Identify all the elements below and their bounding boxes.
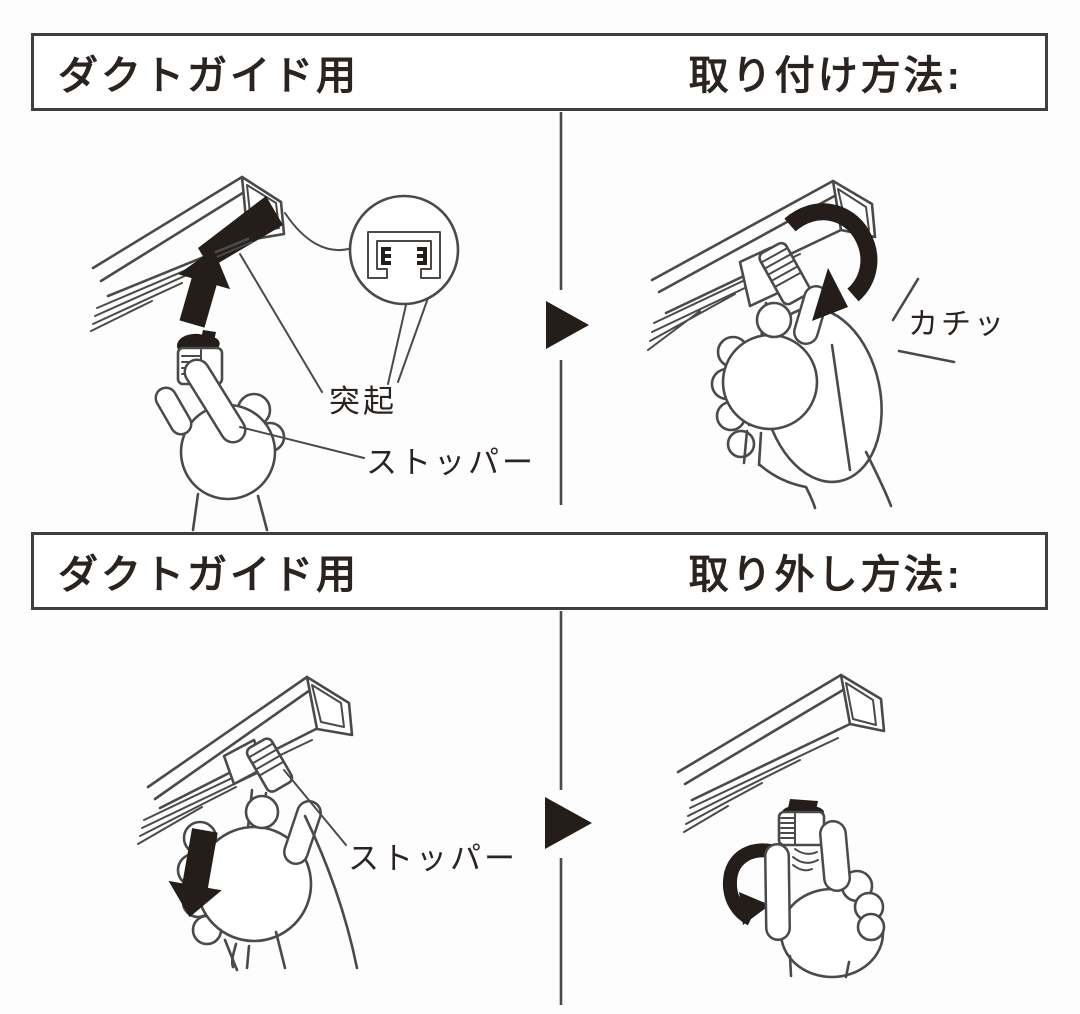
detach-header-left: ダクトガイド用 — [58, 553, 359, 597]
label-stopper-attach: ストッパー — [366, 445, 536, 480]
click-emphasis-marks — [891, 277, 956, 364]
rotate-counterclockwise-arrow-icon — [722, 843, 785, 926]
detach-step-divider — [545, 611, 592, 1005]
next-step-arrow-icon — [546, 301, 589, 349]
leader-lines — [239, 253, 429, 459]
track-rail — [676, 673, 886, 833]
track-rail — [647, 179, 877, 351]
label-stopper-detach: ストッパー — [348, 841, 518, 876]
detach-header-right: 取り外し方法: — [688, 553, 963, 597]
attach-header-left: ダクトガイド用 — [58, 54, 359, 98]
fig-detach-pull — [137, 675, 359, 972]
label-click-sound: カチッ — [908, 308, 1007, 341]
push-up-arrow-icon — [178, 249, 231, 328]
next-step-arrow-icon — [545, 797, 592, 849]
hand-pinching — [764, 820, 886, 979]
attach-header: ダクトガイド用 取り付け方法: — [31, 33, 1048, 111]
attach-illustration — [90, 112, 956, 532]
fig-detach-twist — [676, 673, 886, 979]
hand-gripping — [710, 285, 893, 510]
attach-step-divider — [546, 112, 589, 505]
fig-attach-twist — [647, 179, 956, 510]
stopper — [777, 799, 826, 872]
cross-section-magnifier-circle — [284, 194, 460, 306]
pull-down-arrow-icon — [168, 828, 222, 918]
rotate-clockwise-arrow-icon — [784, 203, 878, 321]
hand-pointing — [154, 358, 286, 532]
label-protrusion: 突起 — [329, 384, 397, 419]
leader-line — [283, 769, 347, 846]
fig-attach-position — [90, 175, 460, 532]
detach-header: ダクトガイド用 取り外し方法: — [31, 532, 1048, 610]
attach-header-right: 取り付け方法: — [688, 54, 963, 98]
track-rail — [90, 175, 286, 332]
track-rail — [137, 675, 354, 845]
detach-illustration — [137, 611, 886, 1005]
